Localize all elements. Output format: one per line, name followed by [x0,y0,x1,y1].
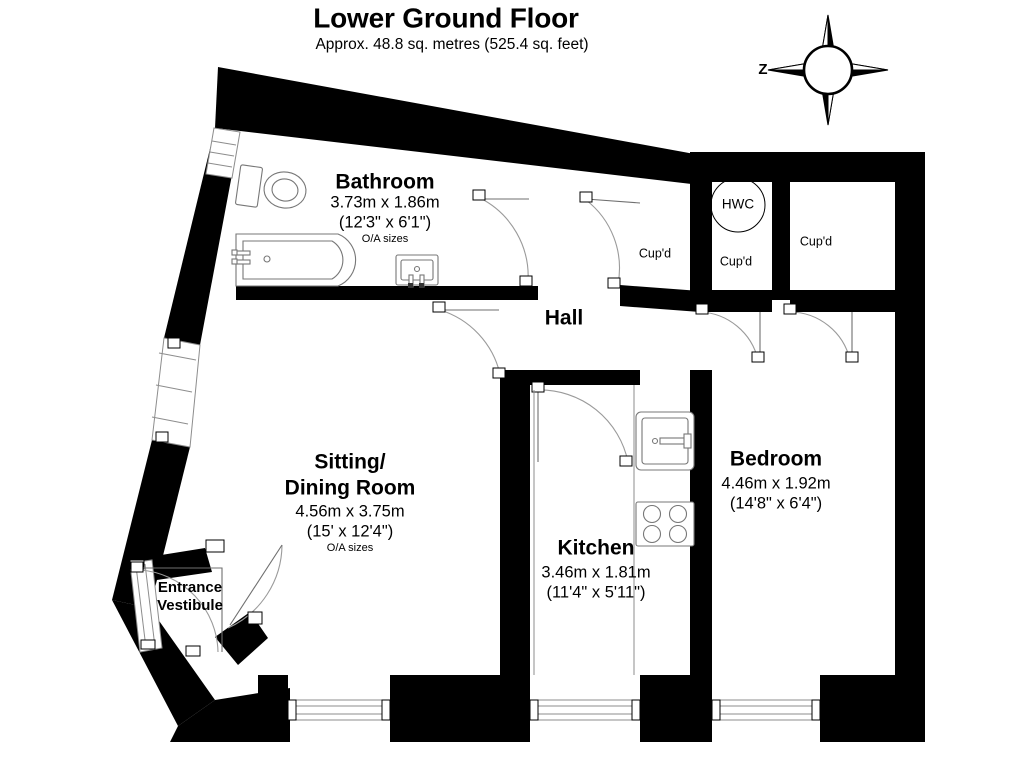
text-labels: Lower Ground Floor Approx. 48.8 sq. metr… [157,2,832,614]
page-subtitle: Approx. 48.8 sq. metres (525.4 sq. feet) [315,36,588,53]
wall-cupboard-hwc-bottom [700,290,772,312]
door-cupboard-hwc [695,303,765,363]
cupboard-label-bedroom: Cup'd [800,234,832,248]
bathtub-icon [231,233,357,287]
window-bottom-3 [711,699,821,721]
room-label-vestibule-line1: Entrance [158,579,222,596]
room-label-sitting-line2: Dining Room [285,477,416,500]
room-dim-imperial-bedroom: (14'8" x 6'4") [730,494,822,512]
wall-hall-sitting [500,370,530,700]
wall-bottom-1 [258,675,288,742]
window-bathroom [205,127,241,179]
door-bathroom [472,189,533,287]
room-label-hall: Hall [545,307,584,330]
windows [129,127,821,721]
hwc-icon [710,177,766,233]
room-label-kitchen: Kitchen [557,537,634,560]
washbasin-icon [395,254,439,288]
wall-bottom-3 [500,660,530,742]
compass-label: Z [758,61,767,78]
kitchen-counter [533,385,635,675]
wall-structure [112,67,925,742]
wall-right-outer [895,152,925,742]
wall-top-angled [215,67,700,185]
room-dim-imperial-sitting: (15' x 12'4") [307,522,393,540]
room-dim-metric-bathroom: 3.73m x 1.86m [330,193,439,211]
door-kitchen [531,381,633,467]
wall-hall-kitchen-top [500,370,640,385]
window-bay-left [151,337,201,448]
wall-bottom-5 [820,675,925,742]
fixtures [231,164,766,675]
door-entrance-outer [130,561,223,657]
room-label-vestibule-line2: Vestibule [157,597,223,614]
kitchen-sink-icon [635,411,695,471]
room-dim-metric-bedroom: 4.46m x 1.92m [721,474,830,492]
cupboard-label-hwc: Cup'd [720,254,752,268]
hwc-label: HWC [722,197,754,212]
wall-bathroom-south [236,286,538,300]
compass-rose-icon [767,14,889,126]
room-label-sitting-line1: Sitting/ [314,451,385,474]
door-cupboard-bedroom [783,303,859,363]
door-sitting-room [432,301,506,379]
door-entrance-inner [205,539,283,629]
door-cupboard-hall [579,191,641,289]
wall-cupboard-hall-bottom [620,285,700,312]
wall-bottom-left-diagonal [112,600,215,726]
window-bottom-1 [287,699,391,721]
room-label-bathroom: Bathroom [335,171,434,194]
room-label-bedroom: Bedroom [730,448,822,471]
room-dim-metric-kitchen: 3.46m x 1.81m [541,563,650,581]
wall-cupboard-right-bottom [790,290,895,312]
wall-top-right [690,152,925,182]
wc-icon [235,164,307,209]
window-bottom-2 [529,699,641,721]
page-title: Lower Ground Floor [313,2,579,33]
room-dim-imperial-kitchen: (11'4" x 5'11") [546,583,645,601]
wall-bottom-kitchen-right [690,660,712,742]
cooker-hob-icon [635,501,695,547]
room-dim-metric-sitting: 4.56m x 3.75m [295,502,404,520]
wall-left-upper [164,128,240,345]
wall-cupboard-divider-2 [690,182,712,310]
room-note-bathroom: O/A sizes [362,233,409,245]
wall-kitchen-bedroom [690,370,712,700]
cupboard-label-hall: Cup'd [639,246,671,260]
room-dim-imperial-bathroom: (12'3" x 6'1") [339,213,431,231]
room-note-sitting: O/A sizes [327,542,374,554]
doors [130,189,859,657]
wall-bottom-2 [390,675,530,742]
wall-cupboard-divider-3 [772,182,790,300]
wall-vestibule-right [215,612,268,665]
